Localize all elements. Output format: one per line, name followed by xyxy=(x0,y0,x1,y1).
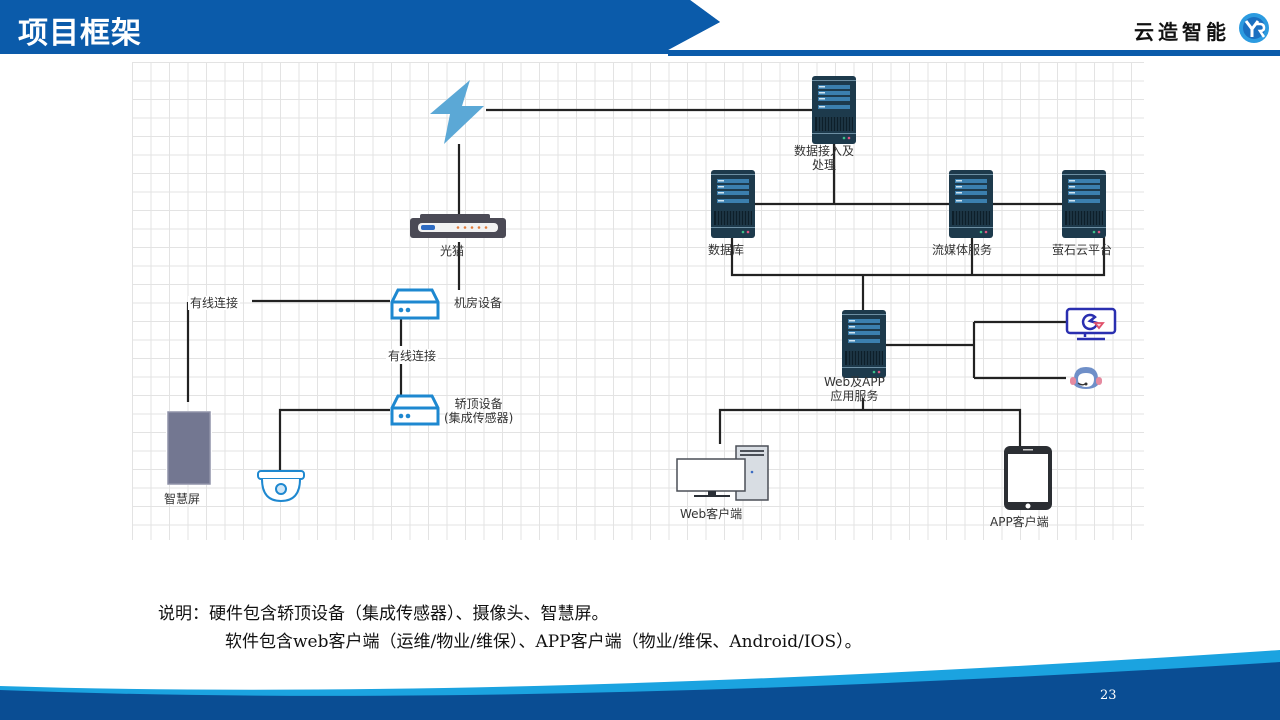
data-access-label: 数据接入及 处理 xyxy=(794,144,854,172)
app-server-label: Web及APP 应用服务 xyxy=(824,375,885,403)
header-bar xyxy=(0,0,1280,56)
smartphone-icon xyxy=(1004,446,1052,510)
database-server-icon xyxy=(711,170,755,238)
car-top-label-line2: (集成传感器) xyxy=(444,411,514,425)
app-client-label: APP客户端 xyxy=(990,515,1049,529)
ezviz-server-icon xyxy=(1062,170,1106,238)
modem-label: 光猫 xyxy=(440,244,465,258)
note-line-2: 软件包含web客户端（运维/物业/维保）、APP客户端（物业/维保、Androi… xyxy=(225,632,862,652)
ezviz-label: 萤石云平台 xyxy=(1052,243,1113,257)
router-icon xyxy=(410,214,506,238)
car-top-device-icon xyxy=(390,394,440,426)
web-client-label: Web客户端 xyxy=(680,507,743,521)
streaming-server-icon xyxy=(949,170,993,238)
edge-label-wired-1: 有线连接 xyxy=(188,296,241,310)
yr-logo-icon xyxy=(1239,13,1269,43)
description-note: 说明：硬件包含轿顶设备（集成传感器）、摄像头、智慧屏。 软件包含web客户端（运… xyxy=(158,600,862,656)
desktop-computer-icon xyxy=(676,445,769,501)
headset-agent-icon xyxy=(1070,367,1102,389)
architecture-diagram: 光猫 机房设备 有线连接 有线连接 轿顶设备 (集成传感器) 智慧屏 xyxy=(132,62,1144,540)
lightning-icon xyxy=(430,80,484,144)
line-appserver-clients-right xyxy=(884,320,1066,380)
edge-label-wired-2: 有线连接 xyxy=(386,349,439,363)
line-cartop-camera xyxy=(278,408,390,470)
app-server-icon xyxy=(842,310,886,378)
machine-room-label: 机房设备 xyxy=(454,296,503,310)
smart-screen-label: 智慧屏 xyxy=(164,492,201,506)
car-top-label-line1: 轿顶设备 xyxy=(454,397,503,411)
app-server-label-line2: 应用服务 xyxy=(830,389,879,403)
car-top-label: 轿顶设备 (集成传感器) xyxy=(444,397,513,425)
footer-wave xyxy=(0,650,1280,720)
app-server-label-line1: Web及APP xyxy=(824,375,885,389)
line-lower-bus xyxy=(730,232,1106,277)
dome-camera-icon xyxy=(257,470,305,503)
screen-panel-icon xyxy=(166,411,212,485)
database-label: 数据库 xyxy=(708,243,745,257)
data-access-label-line1: 数据接入及 xyxy=(794,144,855,158)
line-appserver-clients xyxy=(718,398,1022,447)
page-title: 项目框架 xyxy=(18,16,142,51)
data-access-server-icon xyxy=(812,76,856,144)
brand-name: 云造智能 xyxy=(1134,20,1230,44)
machine-room-device-icon xyxy=(390,288,440,320)
connector-lines xyxy=(186,108,1106,470)
streaming-label: 流媒体服务 xyxy=(932,243,993,257)
data-access-label-line2: 处理 xyxy=(812,158,837,172)
note-line-1: 说明：硬件包含轿顶设备（集成传感器）、摄像头、智慧屏。 xyxy=(158,604,609,624)
monitor-chart-icon xyxy=(1065,307,1117,341)
page-number: 23 xyxy=(1100,688,1117,703)
